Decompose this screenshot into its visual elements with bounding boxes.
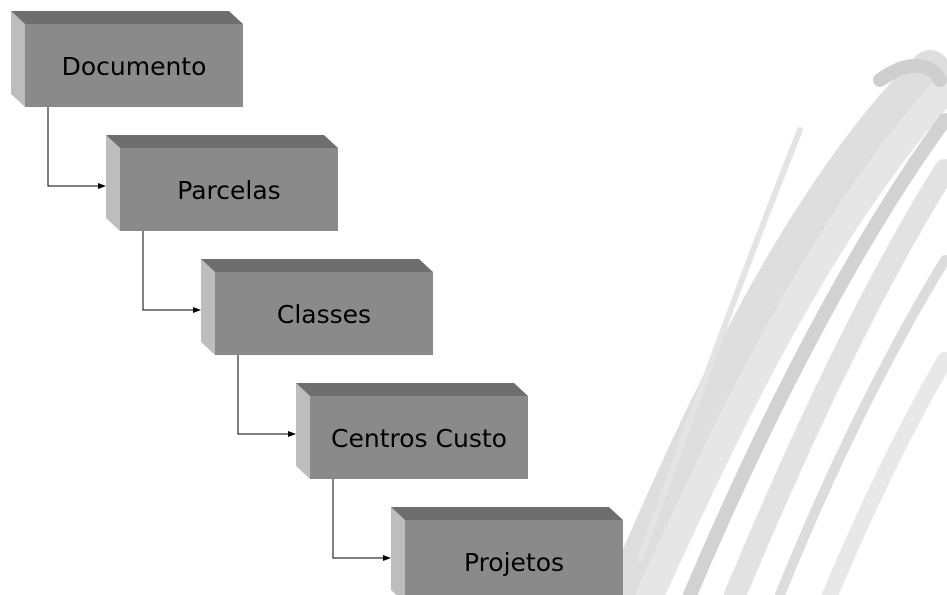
box-label: Projetos xyxy=(463,547,565,577)
box-parcelas: Parcelas xyxy=(106,135,338,231)
box-label: Classes xyxy=(276,299,372,329)
box-top-face xyxy=(296,383,528,396)
box-side-face xyxy=(106,135,120,231)
box-front-face xyxy=(120,148,338,231)
box-top-face xyxy=(201,259,433,272)
box-documento: Documento xyxy=(11,11,243,107)
box-front-face xyxy=(405,520,623,595)
box-front-face xyxy=(215,272,433,355)
box-front-face xyxy=(310,396,528,479)
box-top-face xyxy=(391,507,623,520)
box-label: Centros Custo xyxy=(331,423,507,453)
box-shape xyxy=(391,507,623,595)
connector-arrow-documento-to-parcelas xyxy=(47,107,106,189)
box-front-face xyxy=(25,24,243,107)
box-side-face xyxy=(201,259,215,355)
box-classes: Classes xyxy=(201,259,433,355)
connector-arrow-parcelas-to-classes xyxy=(142,231,201,313)
box-label: Parcelas xyxy=(177,175,281,205)
box-side-face xyxy=(296,383,310,479)
box-centros-custo: Centros Custo xyxy=(296,383,528,479)
box-projetos: Projetos xyxy=(391,507,623,595)
box-top-face xyxy=(106,135,338,148)
box-top-face xyxy=(11,11,243,24)
box-shape xyxy=(106,135,338,231)
box-shape xyxy=(11,11,243,107)
connector-arrow-classes-to-centros-custo xyxy=(237,355,296,437)
box-side-face xyxy=(391,507,405,595)
box-shape xyxy=(201,259,433,355)
box-shape xyxy=(296,383,528,479)
box-side-face xyxy=(11,11,25,107)
box-label: Documento xyxy=(61,51,207,81)
connector-arrow-centros-custo-to-projetos xyxy=(332,479,391,561)
